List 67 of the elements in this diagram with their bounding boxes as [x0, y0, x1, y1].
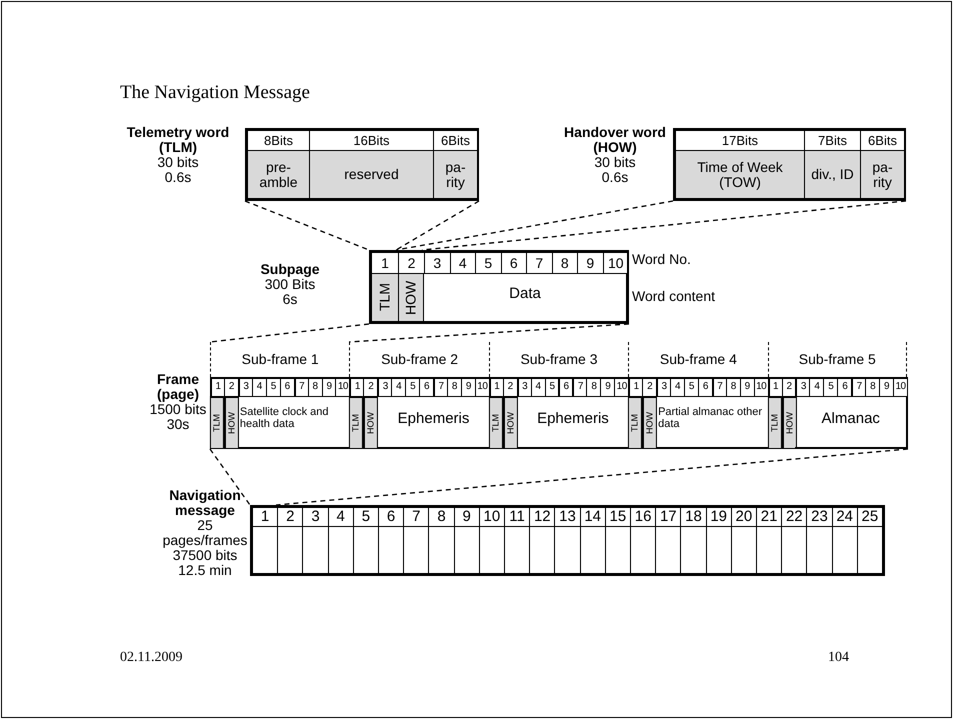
bit-size: 1500 bits	[150, 402, 206, 417]
word-number-cell: 7	[433, 377, 448, 397]
subpage-table	[369, 250, 629, 324]
row-caption: Word No.	[632, 251, 692, 267]
field-cell: pa- rity	[860, 150, 905, 199]
word-field-cell: HOW	[363, 396, 378, 449]
word-number-cell: 10	[893, 377, 908, 397]
zoom-line	[395, 200, 907, 251]
zoom-line	[209, 448, 909, 506]
subframe-heading: Sub-frame 3	[488, 342, 628, 377]
word-number-cell: 3	[377, 377, 392, 397]
word-field-cell: TLM	[628, 396, 644, 449]
word-number-cell: 5	[544, 377, 560, 397]
duration: 6s	[282, 292, 298, 307]
bit-size: 30 bits	[157, 155, 199, 170]
word-number-cell: 3	[656, 377, 672, 397]
word-field-cell: HOW	[224, 396, 239, 449]
field-cell: pre- amble	[247, 150, 310, 199]
section-heading: Telemetry word (TLM)	[126, 125, 230, 155]
word-field-cell: Data	[423, 273, 627, 322]
bit-size: 300 Bits	[264, 277, 316, 292]
subframe-heading: Sub-frame 4	[628, 342, 768, 377]
duration: 30s	[166, 417, 190, 432]
page-number-cell: 25	[856, 507, 883, 527]
field-cell: div., ID	[804, 150, 861, 199]
duration: 12.5 min	[178, 563, 232, 578]
word-field-cell: TLM	[210, 396, 225, 449]
page-number: 104	[828, 650, 850, 666]
frame-count: 25 pages/frames	[162, 518, 248, 548]
bit-size: 30 bits	[594, 155, 636, 170]
frame-table	[210, 342, 908, 449]
row-caption: Word content	[632, 288, 716, 304]
duration: 0.6s	[164, 170, 192, 185]
page-number-cell: 1	[252, 507, 278, 527]
telemetry-word-table	[245, 128, 479, 201]
slide-date: 02.11.2009	[120, 650, 184, 666]
field-cell: pa- rity	[433, 150, 478, 199]
word-field-cell: TLM	[768, 396, 783, 449]
zoom-line	[244, 200, 480, 251]
duration: 0.6s	[602, 170, 628, 185]
navigation-message-table	[250, 505, 885, 576]
word-field-cell: TLM	[488, 396, 504, 449]
word-field-cell: HOW	[642, 396, 658, 449]
word-field-cell: TLM	[371, 273, 399, 322]
data-field-cell: Almanac	[795, 396, 908, 449]
word-number-cell: 7	[294, 377, 309, 397]
handover-word-table	[673, 128, 906, 201]
word-field-cell: HOW	[398, 273, 424, 322]
word-field-cell: TLM	[349, 396, 364, 449]
field-cell: reserved	[309, 150, 434, 199]
word-number-cell: 7	[572, 377, 588, 397]
slide-title: The Navigation Message	[120, 82, 311, 104]
word-number-cell: 7	[712, 377, 727, 397]
word-field-cell: HOW	[502, 396, 518, 449]
subframe-heading: Sub-frame 5	[768, 342, 907, 377]
field-cell: Time of Week (TOW)	[675, 150, 805, 199]
subframe-heading: Sub-frame 2	[349, 342, 489, 377]
word-field-cell: HOW	[782, 396, 796, 449]
subframe-heading: Sub-frame 1	[210, 342, 350, 377]
section-heading: Navigation message	[168, 488, 242, 518]
word-number-cell: 6	[558, 377, 574, 397]
section-heading: Frame (page)	[156, 372, 200, 402]
section-heading: Handover word (HOW)	[563, 125, 667, 155]
word-number-cell: 7	[851, 377, 866, 397]
zoom-line	[209, 323, 630, 343]
section-heading: Subpage	[260, 262, 320, 277]
bit-size: 37500 bits	[172, 548, 238, 563]
